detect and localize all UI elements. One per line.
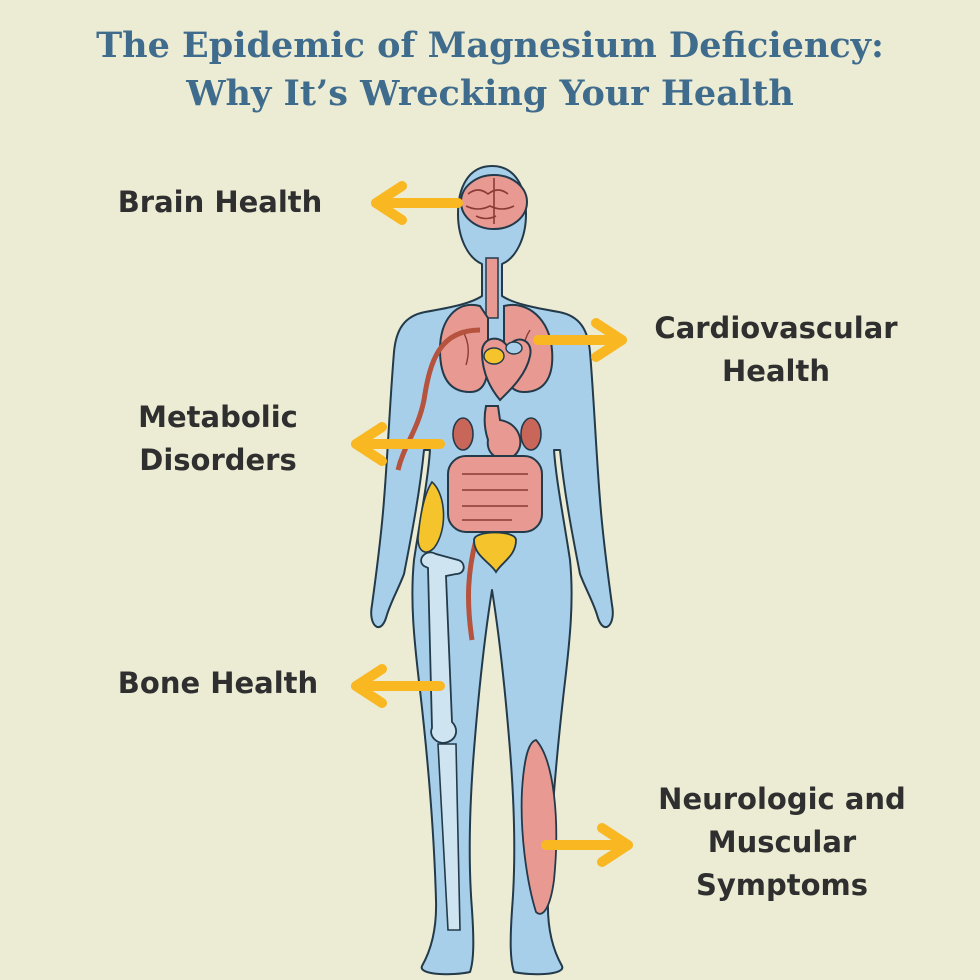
- leg-vessel: [466, 539, 479, 641]
- arrow-brain-health: [371, 181, 463, 225]
- label-brain-health: Brain Health: [100, 181, 340, 224]
- heart-icon: [480, 337, 532, 402]
- trachea: [485, 257, 499, 319]
- label-metabolic-line-1: Metabolic: [138, 400, 298, 434]
- bone-icon: [420, 551, 465, 931]
- label-neurologic-muscular: Neurologic and Muscular Symptoms: [636, 778, 928, 907]
- arrow-cardiovascular-health: [533, 318, 627, 362]
- label-brain-health-text: Brain Health: [117, 185, 323, 219]
- liver-icon: [417, 480, 445, 553]
- bladder-icon: [473, 531, 517, 574]
- label-cardio-line-1: Cardiovascular: [654, 311, 898, 345]
- label-metabolic-disorders: Metabolic Disorders: [108, 396, 328, 482]
- brain-icon: [460, 174, 528, 230]
- label-neuro-line-3: Symptoms: [695, 868, 869, 902]
- kidney-left-icon: [452, 417, 474, 451]
- arrow-metabolic-disorders: [351, 422, 445, 466]
- title-line-2: Why It’s Wrecking Your Health: [186, 73, 794, 114]
- page-title: The Epidemic of Magnesium Deficiency: Wh…: [0, 22, 980, 118]
- label-neuro-line-2: Muscular: [707, 825, 857, 859]
- label-neuro-line-1: Neurologic and: [658, 782, 906, 816]
- arrow-neurologic-muscular: [541, 823, 633, 867]
- arrow-bone-health: [351, 664, 445, 708]
- kidney-right-icon: [520, 417, 542, 451]
- label-bone-health-text: Bone Health: [117, 666, 319, 700]
- title-line-1: The Epidemic of Magnesium Deficiency:: [96, 25, 884, 66]
- calf-muscle-icon: [520, 738, 558, 915]
- label-cardio-line-2: Health: [722, 354, 830, 388]
- label-bone-health: Bone Health: [98, 662, 338, 705]
- label-cardiovascular-health: Cardiovascular Health: [636, 307, 916, 393]
- intestines-icon: [447, 455, 543, 533]
- label-metabolic-line-2: Disorders: [139, 443, 297, 477]
